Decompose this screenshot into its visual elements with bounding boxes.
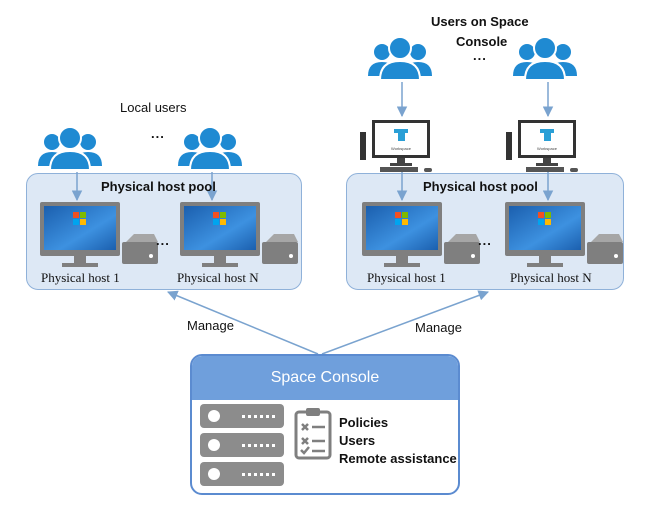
console-graphics — [200, 404, 332, 486]
host-label-left-n: Physical host N — [177, 270, 259, 285]
host-label-left-1: Physical host 1 — [41, 270, 120, 285]
host-label-right-n: Physical host N — [510, 270, 592, 285]
physical-host-icon-right-n — [505, 202, 623, 267]
manage-label-right: Manage — [415, 320, 462, 335]
client-terminal-icon-1 — [360, 120, 432, 172]
console-feature-users: Users — [339, 433, 376, 448]
client-terminal-icon-2 — [506, 120, 578, 172]
server-icon-1 — [200, 404, 284, 428]
console-feature-remote-assistance: Remote assistance — [339, 451, 457, 466]
local-users-icon-2 — [177, 126, 243, 171]
server-icon-2 — [200, 433, 284, 457]
space-console-title: Space Console — [192, 356, 458, 400]
console-users-label-line1: Users on Space — [431, 14, 529, 29]
physical-host-icon-left-n — [180, 202, 298, 267]
pool-left-ellipsis: ... — [156, 233, 170, 248]
local-users-ellipsis: ... — [151, 126, 165, 141]
pool-right-ellipsis: ... — [478, 233, 492, 248]
console-feature-policies: Policies — [339, 415, 389, 430]
local-users-icon-1 — [37, 126, 103, 171]
physical-host-icon-right-1 — [362, 202, 480, 267]
host-label-right-1: Physical host 1 — [367, 270, 446, 285]
console-users-ellipsis: ... — [473, 48, 487, 63]
manage-label-left: Manage — [187, 318, 234, 333]
pool-title-left: Physical host pool — [101, 179, 216, 194]
checklist-icon — [294, 408, 332, 460]
console-users-label-line2: Console — [456, 34, 508, 49]
pool-title-right: Physical host pool — [423, 179, 538, 194]
manage-arrow-left — [167, 290, 319, 355]
local-users-label: Local users — [120, 100, 187, 115]
server-icon-3 — [200, 462, 284, 486]
space-console-box: Space Console Policies Users Remote assi… — [190, 354, 460, 495]
manage-arrow-right — [321, 290, 489, 355]
physical-host-icon-left-1 — [40, 202, 158, 267]
console-users-icon-1 — [367, 36, 433, 81]
console-users-icon-2 — [512, 36, 578, 81]
